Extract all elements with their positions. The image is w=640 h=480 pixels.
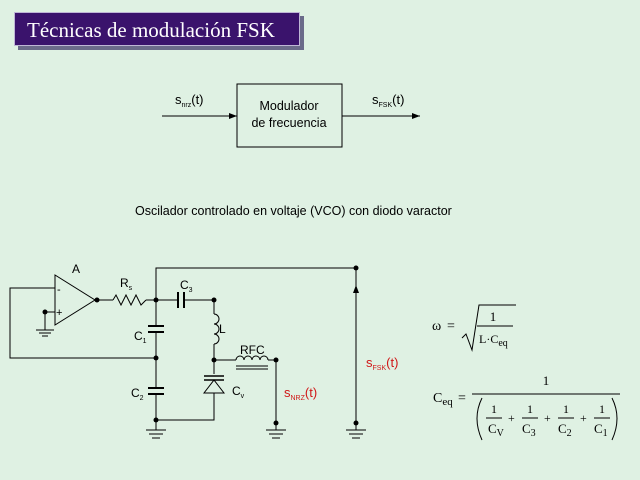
term2-den: C3 (522, 421, 536, 439)
page-title: Técnicas de modulación FSK (14, 12, 300, 46)
block-diagram: snrz(t) Modulador de frecuencia sFSK(t) (162, 83, 420, 148)
ground-c2 (146, 429, 166, 439)
formula-ceq: Ceq = 1 1 CV + 1 C3 + 1 C2 + 1 C1 (433, 373, 620, 441)
rfc-label: RFC (240, 343, 265, 357)
term2-num: 1 (527, 402, 533, 416)
amp-label: A (72, 262, 80, 276)
plus-1: + (508, 411, 515, 425)
varactor-diode (202, 379, 226, 394)
formula1-lhs: ω (432, 319, 441, 334)
circuit-nodes (42, 265, 359, 426)
c2-label: C2 (131, 386, 144, 402)
term1-num: 1 (491, 402, 497, 416)
plus-3: + (580, 411, 587, 425)
formula2-eq: = (458, 391, 466, 406)
term4-num: 1 (599, 402, 605, 416)
term1-den: CV (488, 421, 505, 439)
inductor-l (213, 313, 220, 345)
rs-label: Rs (120, 276, 133, 292)
c1-label: C1 (134, 329, 147, 345)
resistor-rs (112, 293, 147, 307)
formula2-num: 1 (543, 373, 550, 388)
formula1-eq: = (447, 319, 455, 334)
right-paren (611, 397, 618, 441)
snrz-label: sNRZ(t) (284, 385, 317, 402)
amp-plus-label: + (56, 307, 62, 319)
modulator-box-line2: de frecuencia (251, 116, 326, 130)
sfsk-label: sFSK(t) (366, 355, 398, 372)
vco-circuit (9, 267, 357, 430)
top-rail (155, 267, 356, 300)
plus-2: + (544, 411, 551, 425)
term3-den: C2 (558, 421, 572, 439)
term3-num: 1 (563, 402, 569, 416)
sqrt-sign (461, 304, 516, 352)
vco-caption: Oscilador controlado en voltaje (VCO) co… (135, 204, 452, 218)
formula1-den: L·Ceq (479, 332, 508, 349)
op-amp (54, 274, 96, 326)
ground-snrz (266, 429, 286, 439)
term4-den: C1 (594, 421, 608, 439)
cv-label: Cv (232, 384, 245, 400)
amp-minus-label: - (57, 284, 61, 296)
l-label: L (219, 322, 226, 336)
feedback-wire (9, 287, 156, 359)
formula1-num: 1 (490, 309, 497, 324)
ground-sfsk (346, 429, 366, 439)
input-signal-label: snrz(t) (175, 92, 204, 109)
formula-omega: ω = 1 L·Ceq (432, 304, 516, 352)
ground-symbols (146, 429, 366, 439)
left-paren (476, 397, 483, 441)
output-signal-label: sFSK(t) (372, 92, 404, 109)
formula2-lhs: Ceq (433, 391, 453, 408)
modulator-box-line1: Modulador (259, 99, 318, 113)
inductor-rfc (235, 355, 269, 361)
c3-label: C3 (180, 278, 193, 294)
